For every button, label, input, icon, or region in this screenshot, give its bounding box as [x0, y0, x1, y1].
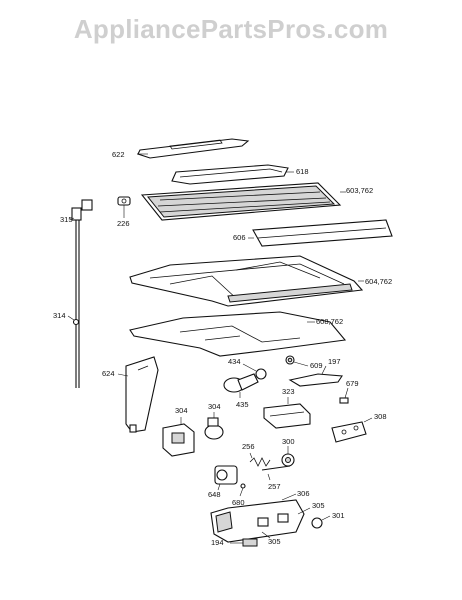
label-256: 256	[242, 442, 255, 451]
label-648: 648	[208, 490, 221, 499]
part-603-shelf[interactable]	[140, 182, 346, 221]
label-680: 680	[232, 498, 245, 507]
watermark-text: AppliancePartsPros.com	[73, 14, 389, 44]
part-226-clip[interactable]	[117, 196, 131, 218]
part-300-knob[interactable]	[281, 446, 295, 467]
label-434: 434	[228, 357, 241, 366]
part-618-shield[interactable]	[171, 164, 294, 185]
label-197: 197	[328, 357, 341, 366]
part-648-thermostat[interactable]	[214, 465, 238, 491]
label-606: 606	[233, 233, 246, 242]
part-301-knob[interactable]	[311, 515, 331, 529]
part-608-shelf[interactable]	[129, 311, 347, 357]
label-622: 622	[112, 150, 125, 159]
label-300: 300	[282, 437, 295, 446]
part-308-bracket[interactable]	[331, 417, 373, 443]
label-305b: 305	[268, 537, 281, 546]
label-304a: 304	[175, 406, 188, 415]
part-304-knob[interactable]	[204, 412, 224, 440]
part-604-shelf[interactable]	[129, 255, 364, 307]
label-304b: 304	[208, 402, 221, 411]
label-315: 315	[60, 215, 73, 224]
part-304-box[interactable]	[162, 417, 195, 457]
label-257: 257	[268, 482, 281, 491]
part-315-rod[interactable]	[69, 199, 93, 388]
part-624-panel[interactable]	[117, 356, 159, 433]
part-314-screw[interactable]	[67, 315, 80, 326]
label-305a: 305	[312, 501, 325, 510]
label-308: 308	[374, 412, 387, 421]
label-323: 323	[282, 387, 295, 396]
label-608: 608,762	[316, 317, 343, 326]
label-603: 603,762	[346, 186, 373, 195]
part-622-cover[interactable]	[137, 138, 250, 159]
label-306: 306	[297, 489, 310, 498]
label-618: 618	[296, 167, 309, 176]
part-609-part[interactable]	[285, 355, 309, 367]
part-606-cover[interactable]	[248, 219, 393, 247]
label-194: 194	[211, 538, 224, 547]
label-624: 624	[102, 369, 115, 378]
label-604: 604,762	[365, 277, 392, 286]
label-609: 609	[310, 361, 323, 370]
label-314: 314	[53, 311, 66, 320]
label-679: 679	[346, 379, 359, 388]
label-435: 435	[236, 400, 249, 409]
part-197-bracket[interactable]	[288, 365, 343, 387]
part-257-rod[interactable]	[261, 465, 291, 481]
part-679-part[interactable]	[339, 387, 349, 404]
part-256-spring[interactable]	[249, 452, 271, 467]
label-301: 301	[332, 511, 345, 520]
part-194-clip[interactable]	[230, 538, 258, 547]
part-434-knob[interactable]	[242, 363, 267, 380]
part-680-screw[interactable]	[239, 483, 246, 497]
part-323-bracket[interactable]	[263, 397, 311, 429]
part-435-control[interactable]	[223, 373, 259, 398]
leader-305	[261, 531, 271, 539]
label-226: 226	[117, 219, 130, 228]
part-306-housing[interactable]	[210, 493, 311, 543]
